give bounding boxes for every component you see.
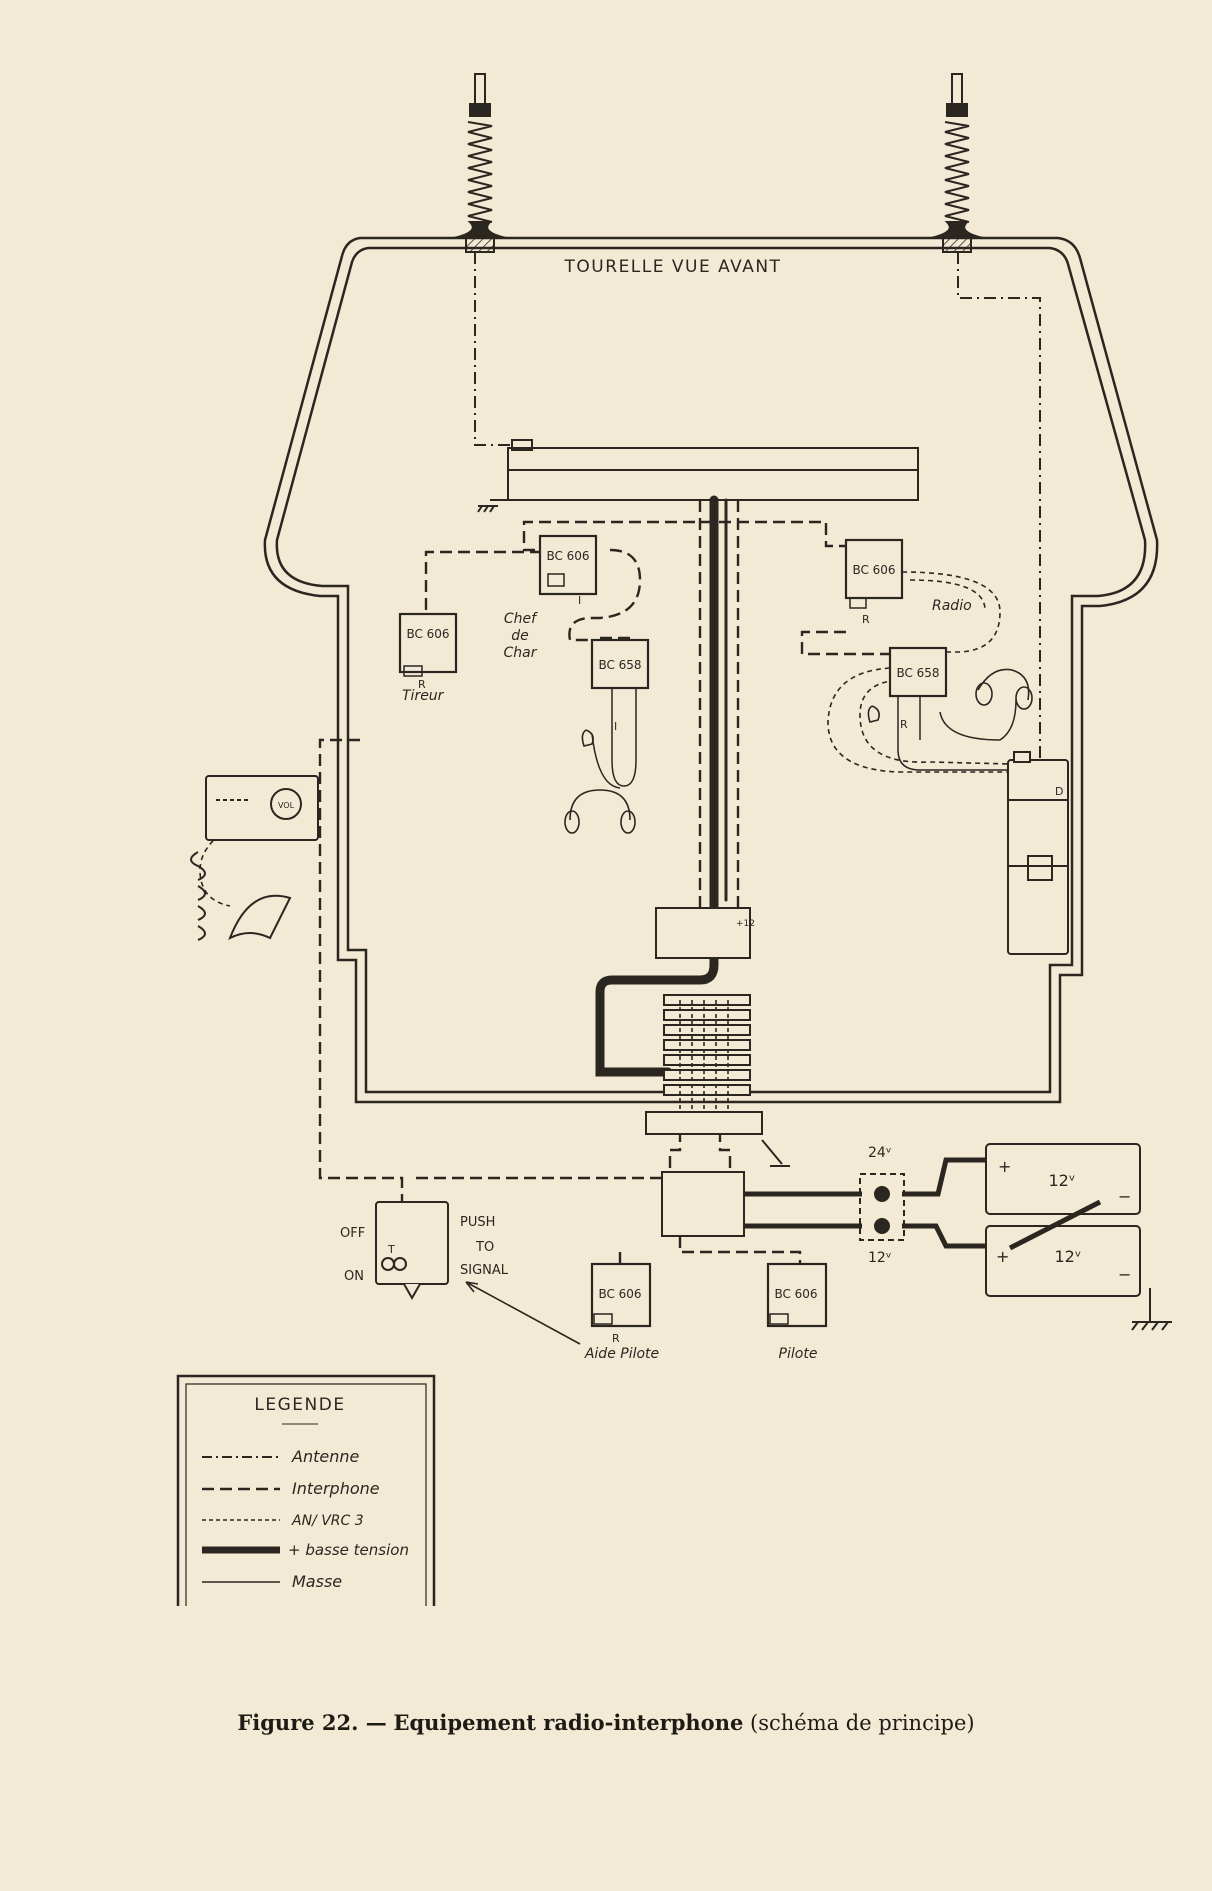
bc606-radio-box: BC 606 R — [844, 538, 904, 626]
battery-1 — [985, 1143, 1141, 1215]
svg-text:−: − — [1118, 1265, 1131, 1284]
slip-ring-wires — [679, 1000, 729, 1112]
legend-interphone: Interphone — [292, 1479, 380, 1498]
legend: LEGENDE Antenne Interphone AN/ VRC 3 + b… — [176, 1374, 436, 1606]
battery-feed — [744, 1157, 996, 1249]
svg-text:BC 606: BC 606 — [774, 1287, 817, 1301]
svg-text:Char: Char — [504, 645, 538, 661]
headset-chef-icon — [564, 729, 636, 834]
tireur-label: Tireur — [402, 688, 445, 704]
radio-label: Radio — [932, 598, 972, 614]
pilote-label: Pilote — [779, 1346, 818, 1362]
caption-figure: Figure 22. — — [237, 1710, 387, 1735]
fuses — [859, 1173, 905, 1241]
masse-lines — [591, 672, 1017, 789]
hull-junction-box — [661, 1171, 745, 1237]
bc606-chef-box: BC 606 I — [538, 534, 598, 607]
svg-text:−: − — [1118, 1187, 1131, 1206]
svg-text:de: de — [511, 628, 529, 644]
svg-text:VOL: VOL — [278, 801, 295, 810]
svg-text:TO: TO — [475, 1240, 494, 1255]
svg-text:T: T — [387, 1243, 395, 1256]
antenna-lines — [474, 252, 1041, 772]
bc606-tireur-box: BC 606 R — [398, 612, 458, 691]
battery-2 — [985, 1225, 1141, 1297]
svg-text:Chef: Chef — [504, 611, 538, 627]
svg-text:12ᵛ: 12ᵛ — [1054, 1247, 1081, 1266]
caption-title: Equipement radio-interphone — [393, 1710, 744, 1735]
gun-mount — [477, 439, 919, 513]
svg-text:BC 606: BC 606 — [598, 1287, 641, 1301]
control-box — [375, 1201, 449, 1301]
low-voltage-trunk — [595, 495, 728, 1077]
svg-text:SIGNAL: SIGNAL — [460, 1263, 509, 1278]
legend-antenne: Antenne — [291, 1447, 359, 1466]
vrc3-cabinet — [1007, 751, 1069, 955]
svg-text:R: R — [900, 718, 908, 731]
handset-icon — [190, 851, 292, 941]
figure-caption: Figure 22. — Equipement radio-interphone… — [0, 1710, 1212, 1735]
svg-text:+12: +12 — [736, 919, 755, 929]
legend-masse: Masse — [292, 1572, 342, 1591]
svg-text:I: I — [614, 720, 617, 733]
ground-symbol — [761, 1139, 1172, 1331]
svg-text:PUSH: PUSH — [460, 1215, 495, 1230]
anvrc3-lines — [199, 571, 1011, 941]
svg-text:ON: ON — [344, 1269, 364, 1284]
turret-outline — [263, 236, 1159, 1104]
svg-text:R: R — [418, 678, 426, 691]
svg-text:+: + — [996, 1247, 1009, 1266]
svg-text:R: R — [612, 1332, 620, 1345]
legend-basse-tension: + basse tension — [288, 1541, 409, 1559]
battery-link — [1008, 1199, 1102, 1251]
turret-junction-box — [655, 907, 751, 959]
svg-text:+: + — [998, 1157, 1011, 1176]
volt-24-label: 24ᵛ — [868, 1145, 892, 1161]
svg-text:OFF: OFF — [340, 1226, 365, 1241]
interphone-lines — [318, 500, 890, 1264]
svg-text:12ᵛ: 12ᵛ — [1048, 1171, 1075, 1190]
antenna-right — [930, 73, 984, 253]
svg-text:R: R — [862, 613, 870, 626]
slip-ring — [645, 994, 763, 1135]
bc658-radio-box: BC 658 R — [888, 646, 948, 731]
svg-text:I: I — [578, 594, 581, 607]
caption-subtitle: (schéma de principe) — [750, 1711, 975, 1735]
bc606-pilote-box: BC 606 — [766, 1262, 828, 1328]
turret-title: TOURELLE VUE AVANT — [564, 257, 782, 277]
external-interphone-box — [205, 775, 319, 841]
antenna-left — [453, 73, 507, 253]
svg-text:BC 606: BC 606 — [852, 563, 895, 577]
svg-text:BC 658: BC 658 — [896, 666, 939, 680]
bc606-aide-box: BC 606 R — [590, 1262, 652, 1345]
svg-text:BC 658: BC 658 — [598, 658, 641, 672]
svg-text:BC 606: BC 606 — [406, 627, 449, 641]
headset-radio-icon — [867, 668, 1033, 723]
legend-anvrc3: AN/ VRC 3 — [291, 1513, 364, 1529]
legend-title: LEGENDE — [254, 1395, 345, 1415]
aide-pilote-label: Aide Pilote — [584, 1346, 659, 1362]
svg-text:D: D — [1055, 785, 1063, 798]
arrow-to-signal — [465, 1281, 581, 1345]
svg-text:BC 606: BC 606 — [546, 549, 589, 563]
bc658-chef-box: BC 658 I — [590, 638, 650, 733]
volt-12-label: 12ᵛ — [868, 1250, 892, 1266]
